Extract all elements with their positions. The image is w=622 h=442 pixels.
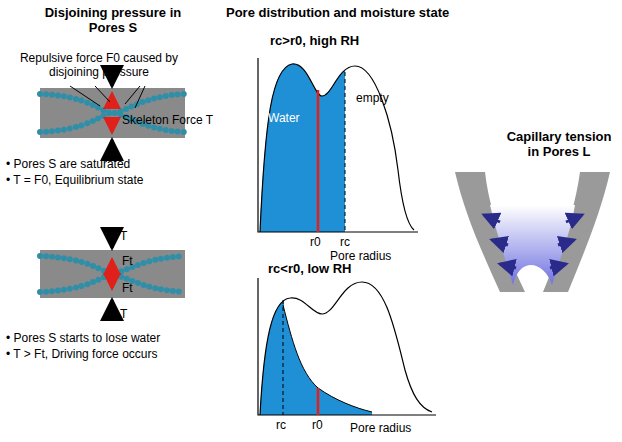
- pore-distribution-low-rh: [258, 278, 436, 415]
- note: • T = F0, Equilibrium state: [6, 174, 143, 188]
- condition-label: rc<r0, low RH: [268, 262, 351, 277]
- heading: Disjoining pressure in Pores S: [38, 6, 188, 36]
- axis-mark: r0: [310, 236, 321, 250]
- axis-title: Pore radius: [350, 422, 411, 436]
- capillary-pore-l: [455, 172, 610, 292]
- pore-s-saturated: [40, 72, 185, 154]
- condition-label: rc>r0, high RH: [270, 34, 359, 49]
- callout-text: Skeleton Force T: [122, 114, 213, 128]
- region-label: empty: [356, 92, 389, 106]
- force-label: Ft: [122, 282, 133, 296]
- force-label: T: [120, 308, 127, 322]
- note: • Pores S are saturated: [6, 158, 130, 172]
- pore-s-drying: [40, 234, 185, 316]
- axis-mark: rc: [340, 236, 350, 250]
- note: • T > Ft, Driving force occurs: [6, 348, 157, 362]
- force-label: T: [120, 230, 127, 244]
- callout-text: Repulsive force F0 caused by disjoining …: [4, 52, 194, 80]
- axis-mark: rc: [276, 419, 286, 433]
- region-label: Water: [268, 112, 300, 126]
- pore-distribution-high-rh: [258, 58, 418, 232]
- note: • Pores S starts to lose water: [6, 332, 160, 346]
- heading: Capillary tension in Pores L: [500, 130, 618, 160]
- axis-mark: r0: [312, 419, 323, 433]
- chart-heading: Pore distribution and moisture state: [226, 6, 449, 21]
- force-label: Ft: [122, 255, 133, 269]
